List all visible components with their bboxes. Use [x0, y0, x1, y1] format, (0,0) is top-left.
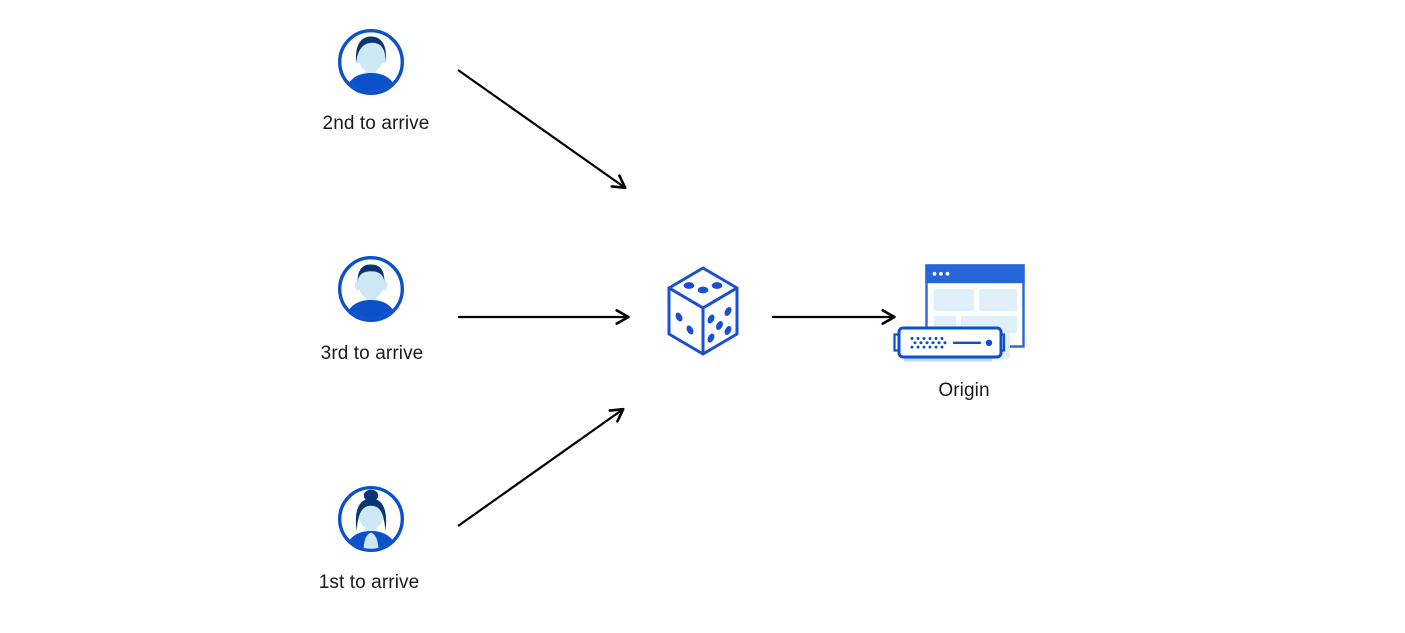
client-label-2nd: 2nd to arrive [322, 113, 430, 134]
client-node-1st [338, 486, 404, 552]
client-node-2nd [338, 29, 404, 95]
arrow-client1-to-dice [457, 407, 625, 527]
origin-label: Origin [938, 380, 990, 401]
arrow-client2-to-dice [457, 69, 627, 190]
client-label-3rd: 3rd to arrive [320, 343, 424, 364]
origin-node [893, 262, 1028, 367]
dice-node [666, 265, 740, 357]
client-label-1st: 1st to arrive [318, 572, 420, 593]
user-avatar-man-swept-hair-icon [338, 29, 404, 95]
dice-icon [667, 266, 739, 356]
user-avatar-woman-bun-hair-icon [338, 486, 404, 552]
user-avatar-man-short-hair-icon [338, 256, 404, 322]
client-node-3rd [338, 256, 404, 322]
origin-server-icon [893, 264, 1025, 362]
